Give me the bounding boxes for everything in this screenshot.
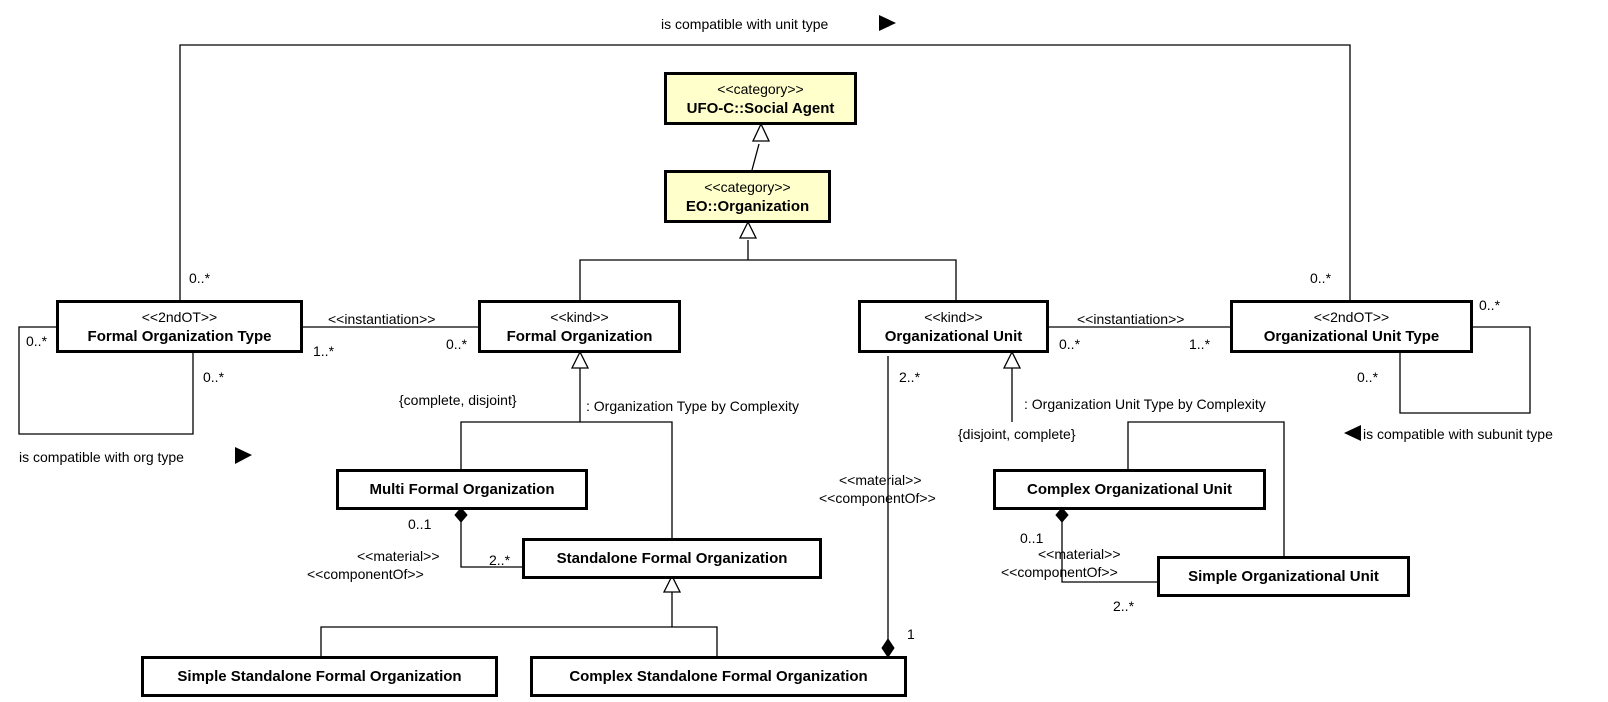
- class-stereotype: <<2ndOT>>: [141, 308, 218, 325]
- multiplicity: 2..*: [1113, 598, 1135, 614]
- gen-organization-social-agent: [751, 143, 760, 171]
- class-stereotype: <<kind>>: [924, 308, 983, 325]
- multiplicity: 0..*: [1059, 336, 1081, 352]
- class-simple-standalone-formal-organization[interactable]: Simple Standalone Formal Organization: [141, 656, 498, 697]
- label-compatible-subunit-type: is compatible with subunit type: [1363, 426, 1553, 442]
- assoc-compatible-org-type: [18, 326, 194, 435]
- class-name: Complex Standalone Formal Organization: [569, 668, 868, 685]
- gen-complex-simple-org-unit: [1127, 421, 1285, 556]
- multiplicity: 0..*: [1310, 270, 1332, 286]
- multiplicity: 1..*: [313, 343, 335, 359]
- class-name: Multi Formal Organization: [369, 481, 555, 498]
- multiplicity: 0..*: [446, 336, 468, 352]
- label-componentof-stereotype: <<componentOf>>: [307, 566, 424, 582]
- class-name: Complex Organizational Unit: [1026, 481, 1233, 498]
- class-name: Standalone Formal Organization: [556, 550, 788, 567]
- comp-multi-standalone: [460, 520, 522, 568]
- class-stereotype: <<2ndOT>>: [1313, 308, 1390, 325]
- multiplicity: 0..*: [1357, 369, 1379, 385]
- class-stereotype: <<category>>: [717, 80, 804, 97]
- multiplicity: 1: [907, 626, 915, 642]
- multiplicity: 0..1: [408, 516, 432, 532]
- assoc-compatible-subunit-type: [1399, 326, 1531, 414]
- label-compatible-unit-type: is compatible with unit type: [661, 16, 829, 32]
- label-componentof-stereotype: <<componentOf>>: [819, 490, 936, 506]
- class-name: Organizational Unit Type: [1263, 327, 1440, 345]
- class-standalone-formal-organization[interactable]: Standalone Formal Organization: [522, 538, 822, 579]
- label-material-stereotype: <<material>>: [1038, 546, 1121, 562]
- direction-right-icon: [879, 15, 896, 31]
- direction-left-icon: [1344, 425, 1361, 441]
- class-name: Simple Organizational Unit: [1188, 568, 1379, 585]
- direction-right-icon: [235, 447, 252, 464]
- class-name: EO::Organization: [685, 197, 810, 215]
- class-name: Formal Organization Type: [87, 327, 272, 345]
- label-componentof-stereotype: <<componentOf>>: [1001, 564, 1118, 580]
- class-name: Simple Standalone Formal Organization: [177, 668, 462, 685]
- class-stereotype: <<category>>: [704, 178, 791, 195]
- class-name: Formal Organization: [506, 327, 653, 345]
- class-simple-organizational-unit[interactable]: Simple Organizational Unit: [1157, 556, 1410, 597]
- class-complex-organizational-unit[interactable]: Complex Organizational Unit: [993, 469, 1266, 510]
- multiplicity: 0..*: [203, 369, 225, 385]
- class-organizational-unit-type[interactable]: <<2ndOT>> Organizational Unit Type: [1230, 300, 1473, 353]
- multiplicity: 2..*: [489, 552, 511, 568]
- class-formal-organization[interactable]: <<kind>> Formal Organization: [478, 300, 681, 353]
- comp-complex-simple-orgunit: [1061, 520, 1157, 583]
- label-instantiation-unit: <<instantiation>>: [1077, 311, 1185, 327]
- multiplicity: 2..*: [899, 369, 921, 385]
- label-gs-unit-constraint: {disjoint, complete}: [958, 426, 1076, 442]
- class-name: UFO-C::Social Agent: [686, 99, 835, 117]
- class-multi-formal-organization[interactable]: Multi Formal Organization: [336, 469, 588, 510]
- class-formal-organization-type[interactable]: <<2ndOT>> Formal Organization Type: [56, 300, 303, 353]
- multiplicity: 0..*: [1479, 297, 1501, 313]
- class-name: Organizational Unit: [884, 327, 1023, 345]
- label-compatible-org-type: is compatible with org type: [19, 449, 184, 465]
- multiplicity: 1..*: [1189, 336, 1211, 352]
- label-gs-formal-constraint: {complete, disjoint}: [399, 392, 517, 408]
- class-stereotype: <<kind>>: [550, 308, 609, 325]
- label-gs-formal-name: : Organization Type by Complexity: [586, 398, 799, 414]
- class-social-agent[interactable]: <<category>> UFO-C::Social Agent: [664, 72, 857, 125]
- class-organizational-unit[interactable]: <<kind>> Organizational Unit: [858, 300, 1049, 353]
- class-eo-organization[interactable]: <<category>> EO::Organization: [664, 170, 831, 223]
- label-gs-unit-name: : Organization Unit Type by Complexity: [1024, 396, 1266, 412]
- label-material-stereotype: <<material>>: [839, 472, 922, 488]
- multiplicity: 0..*: [189, 270, 211, 286]
- label-material-stereotype: <<material>>: [357, 548, 440, 564]
- multiplicity: 0..*: [26, 333, 48, 349]
- assoc-compatible-unit-type: [179, 44, 1351, 302]
- label-instantiation-formal: <<instantiation>>: [328, 311, 436, 327]
- gen-formal-org-organization: [579, 259, 957, 302]
- gen-simple-complex-standalone: [320, 626, 718, 656]
- multiplicity: 0..1: [1020, 530, 1044, 546]
- gen-multi-standalone-formal-org: [460, 421, 673, 538]
- class-complex-standalone-formal-organization[interactable]: Complex Standalone Formal Organization: [530, 656, 907, 697]
